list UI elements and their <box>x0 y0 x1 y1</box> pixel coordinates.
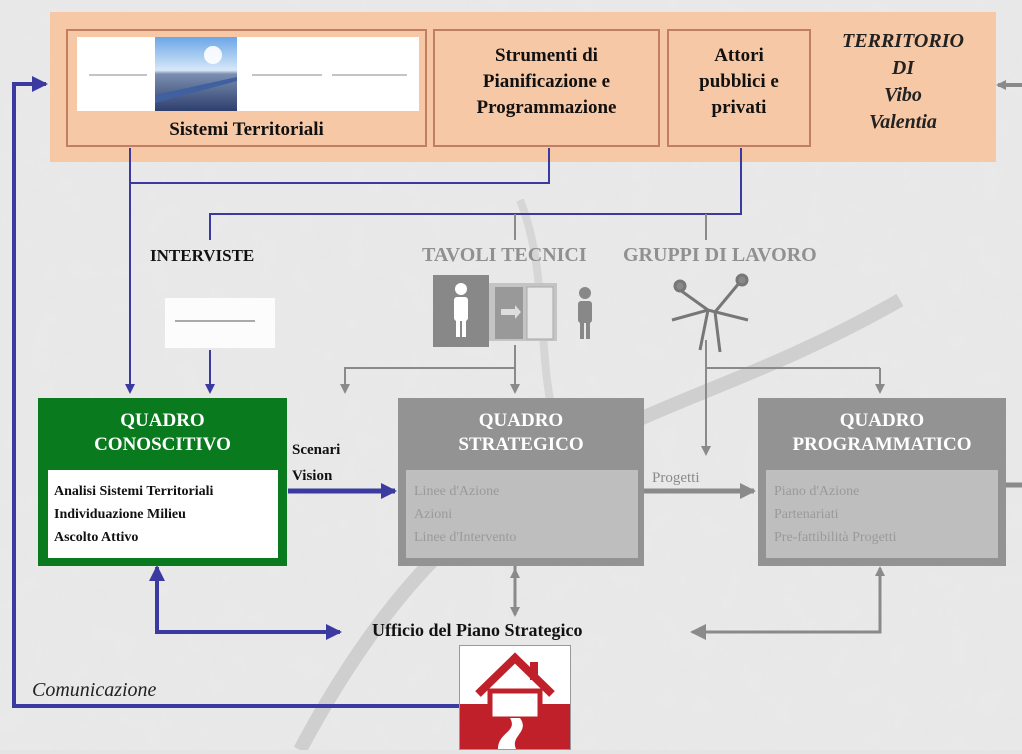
tavoli-tecnici-label: TAVOLI TECNICI <box>422 244 587 266</box>
vision-label: Vision <box>292 468 333 484</box>
attori-line-3: privati <box>711 97 767 118</box>
quadro-programmatico-title-1: QUADRO <box>839 410 925 431</box>
strumenti-line-2: Pianificazione e <box>482 71 611 92</box>
blue-connectors <box>125 148 742 394</box>
quadro-programmatico-title-2: PROGRAMMATICO <box>792 434 972 455</box>
territorio-line-4: Valentia <box>869 111 937 133</box>
quadro-strategico-title-1: QUADRO <box>478 410 564 431</box>
strumenti-line-1: Strumenti di <box>495 45 598 66</box>
work-group-icon <box>660 270 760 360</box>
attori-label: Attori pubblici e privati <box>669 31 809 121</box>
territorio-line-1: TERRITORIO <box>842 30 964 52</box>
sistemi-territoriali-box: Sistemi Territoriali <box>66 29 427 147</box>
territorio-label: TERRITORIO DI Vibo Valentia <box>818 28 988 136</box>
scenari-label: Scenari <box>292 442 341 458</box>
comunicazione-label: Comunicazione <box>32 679 157 701</box>
quadro-conoscitivo-title: QUADRO CONOSCITIVO <box>38 398 287 457</box>
quadro-conoscitivo-box: QUADRO CONOSCITIVO Analisi Sistemi Terri… <box>38 398 287 566</box>
interviste-label: INTERVISTE <box>150 246 255 265</box>
conoscitivo-ufficio-arrow <box>155 575 342 640</box>
territorio-line-2: DI <box>891 57 915 79</box>
house-logo-icon <box>459 645 571 750</box>
quadro-conoscitivo-title-2: CONOSCITIVO <box>94 434 231 455</box>
strumenti-line-3: Programmazione <box>476 97 617 118</box>
quadro-programmatico-items: Piano d'Azione Partenariati Pre-fattibil… <box>766 470 998 558</box>
strategico-item-1: Linee d'Azione <box>414 484 500 499</box>
map-photo-icon <box>77 37 419 111</box>
quadro-strategico-box: QUADRO STRATEGICO Linee d'Azione Azioni … <box>398 398 644 566</box>
meeting-room-icon <box>433 275 603 347</box>
conoscitivo-item-1: Analisi Sistemi Territoriali <box>54 484 214 499</box>
quadro-strategico-title-2: STRATEGICO <box>458 434 584 455</box>
sistemi-territoriali-label: Sistemi Territoriali <box>169 119 324 140</box>
strategico-item-3: Linee d'Intervento <box>414 530 517 545</box>
attori-line-2: pubblici e <box>699 71 779 92</box>
comunicazione-loop-arrow <box>12 76 460 708</box>
attori-line-1: Attori <box>714 45 764 66</box>
conoscitivo-item-2: Individuazione Milieu <box>54 507 186 522</box>
quadro-programmatico-box: QUADRO PROGRAMMATICO Piano d'Azione Part… <box>758 398 1006 566</box>
programmatico-item-2: Partenariati <box>774 507 839 522</box>
gruppi-di-lavoro-label: GRUPPI DI LAVORO <box>623 244 817 266</box>
strumenti-label: Strumenti di Pianificazione e Programmaz… <box>435 31 658 121</box>
quadro-strategico-items: Linee d'Azione Azioni Linee d'Intervento <box>406 470 638 558</box>
strategico-item-2: Azioni <box>414 507 453 522</box>
quadro-programmatico-title: QUADRO PROGRAMMATICO <box>758 398 1006 457</box>
ufficio-label: Ufficio del Piano Strategico <box>372 620 583 640</box>
quadro-conoscitivo-title-1: QUADRO <box>120 410 205 431</box>
interview-doc-icon <box>165 298 275 348</box>
attori-box: Attori pubblici e privati <box>667 29 811 147</box>
strumenti-pianificazione-box: Strumenti di Pianificazione e Programmaz… <box>433 29 660 147</box>
progetti-label: Progetti <box>652 470 700 486</box>
quadro-conoscitivo-items: Analisi Sistemi Territoriali Individuazi… <box>48 470 278 558</box>
programmatico-item-3: Pre-fattibilità Progetti <box>774 530 897 545</box>
conoscitivo-item-3: Ascolto Attivo <box>54 530 139 545</box>
territorio-line-3: Vibo <box>884 84 922 106</box>
programmatico-item-1: Piano d'Azione <box>774 484 860 499</box>
grey-connectors <box>340 80 1022 640</box>
quadro-strategico-title: QUADRO STRATEGICO <box>398 398 644 457</box>
